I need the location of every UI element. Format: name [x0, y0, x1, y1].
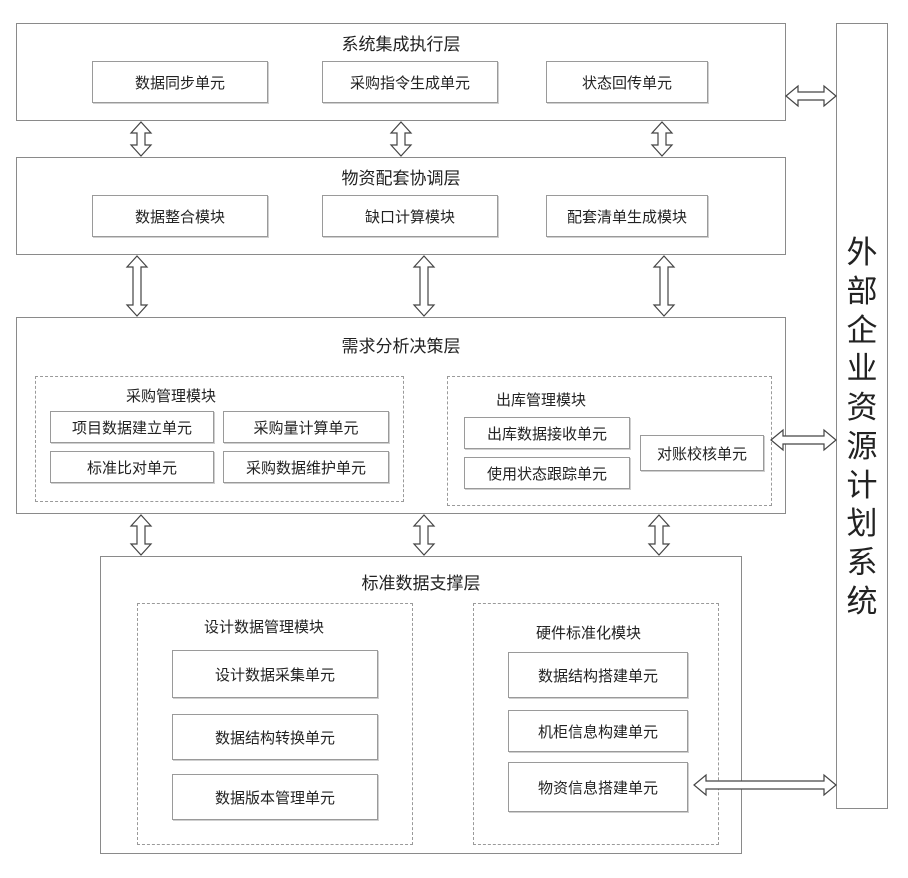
arrow-l3-l4-left — [131, 515, 151, 555]
arrow-outbound-erp — [771, 430, 836, 450]
arrow-l2-l3-center — [414, 256, 434, 316]
arrow-l1-erp — [786, 86, 836, 106]
arrow-l3-l4-center — [414, 515, 434, 555]
arrow-l1-l2-right — [652, 122, 672, 156]
arrow-material-erp — [694, 775, 836, 795]
arrow-l2-l3-right — [654, 256, 674, 316]
arrow-l2-l3-left — [127, 256, 147, 316]
arrow-l3-l4-right — [649, 515, 669, 555]
arrow-l1-l2-left — [131, 122, 151, 156]
arrow-l1-l2-center — [391, 122, 411, 156]
